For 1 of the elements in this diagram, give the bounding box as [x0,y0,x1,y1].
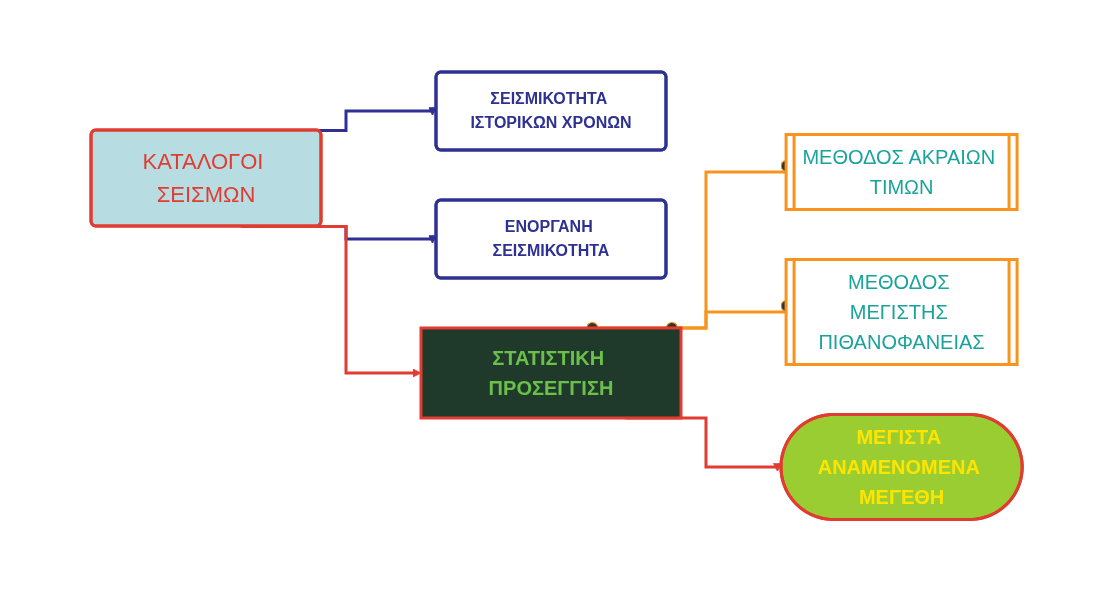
node-box: ΣΤΑΤΙΣΤΙΚΗ ΠΡΟΣΕΓΓΙΣΗ [419,326,683,420]
